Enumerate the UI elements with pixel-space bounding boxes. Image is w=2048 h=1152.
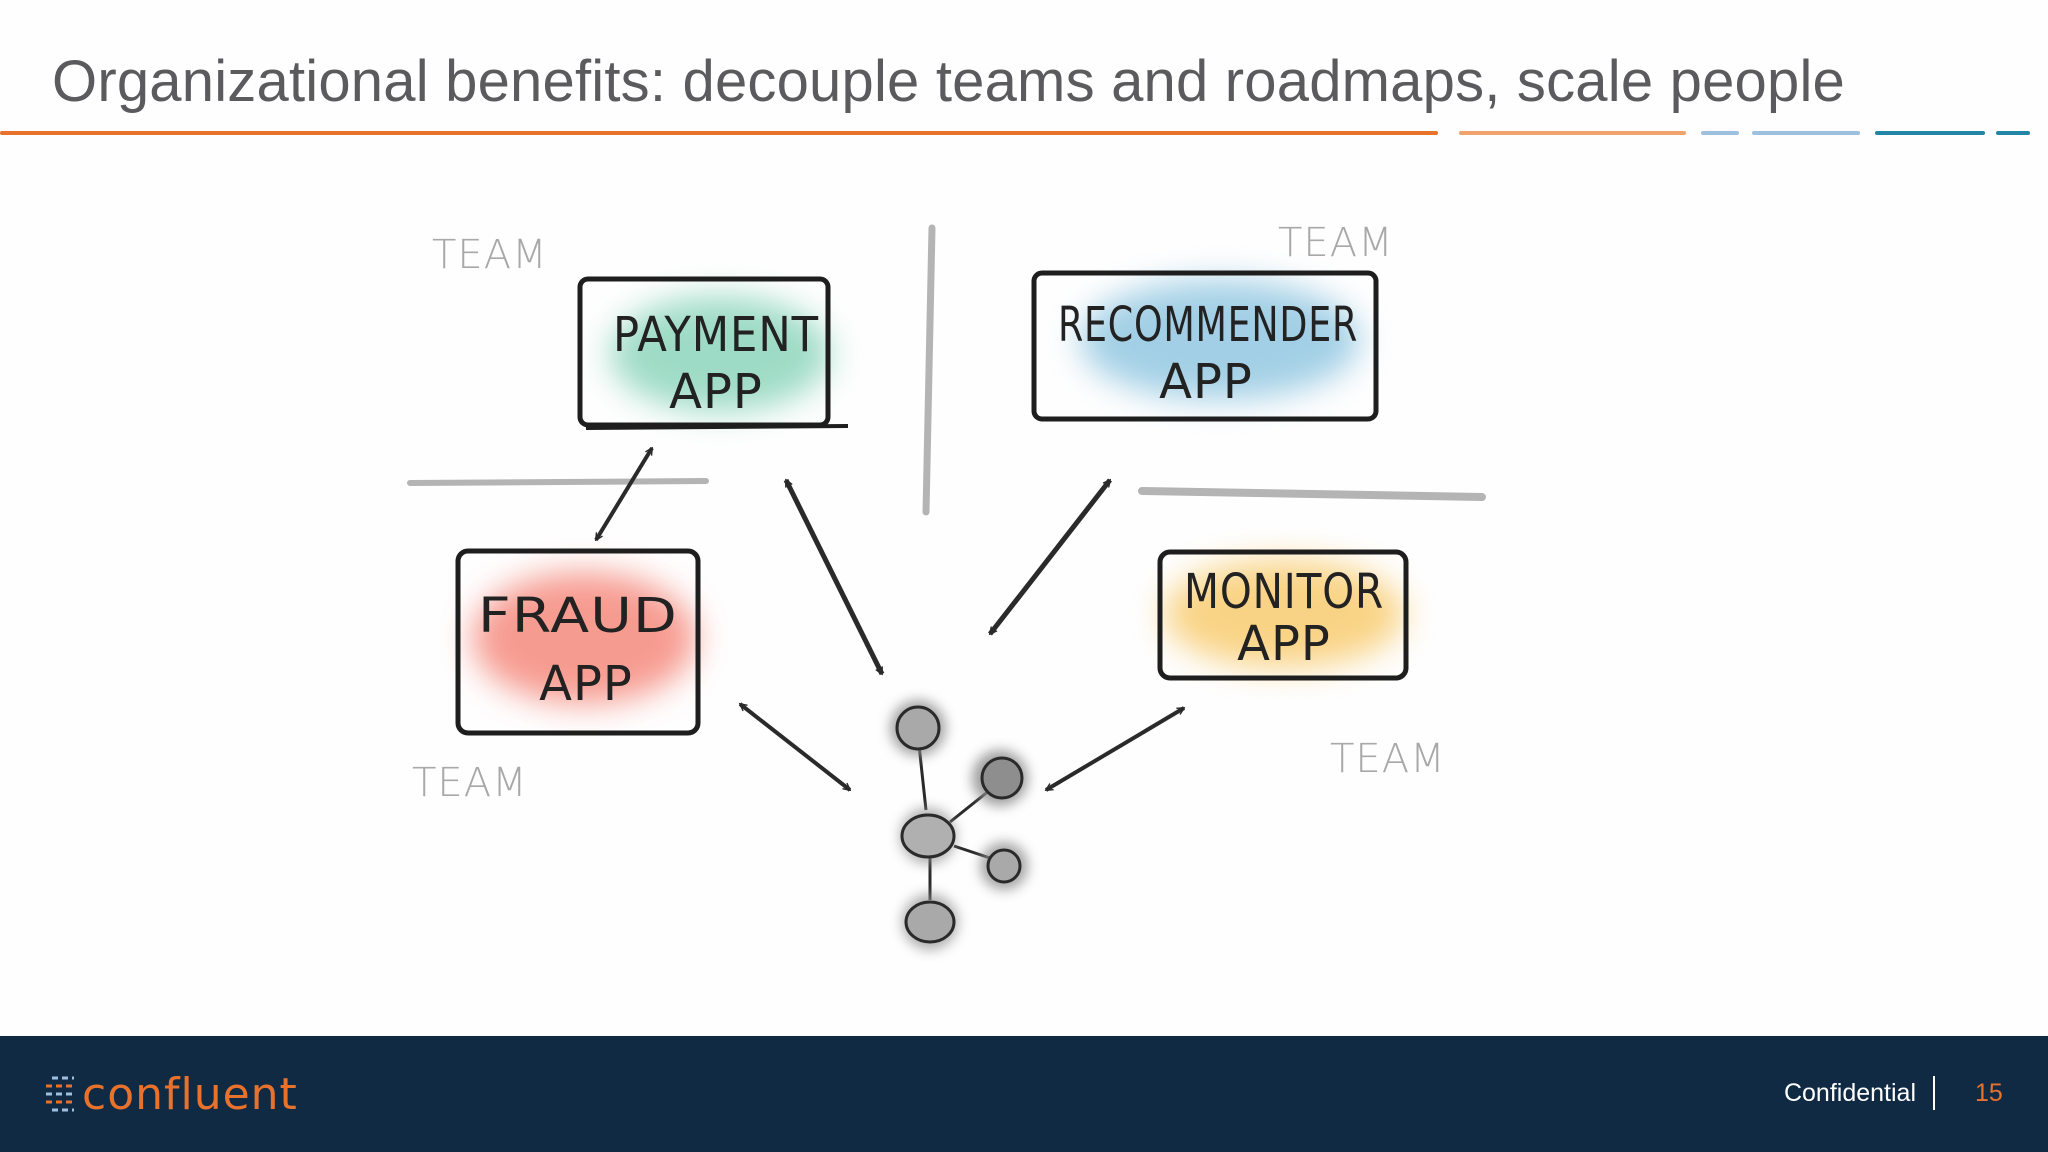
payment-app-box: PAYMENT APP [580,279,848,428]
cluster-node-2 [982,758,1022,798]
page-number: 15 [1975,1079,2003,1108]
arrow-payment-fraud [596,448,652,540]
confidential-label: Confidential [1784,1079,1916,1108]
fraud-app-label-line1: FRAUD [478,588,678,644]
confluent-logo-text: confluent [82,1069,298,1120]
divider-vertical [926,228,932,512]
confluent-logo-icon [44,1064,78,1124]
payment-app-label-line1: PAYMENT [613,307,819,363]
cluster-node-4 [988,850,1020,882]
recommender-app-box: RECOMMENDER APP [1034,273,1376,419]
kafka-cluster-icon [890,700,1028,950]
recommender-app-label-line1: RECOMMENDER [1058,297,1358,353]
fraud-app-label-line2: APP [539,656,633,712]
team-label-top-right: TEAM [1278,220,1394,266]
monitor-app-label-line1: MONITOR [1184,564,1384,620]
team-label-top-left: TEAM [432,232,548,278]
cluster-node-3 [902,815,954,857]
payment-app-shadow-line [586,426,848,428]
footer-separator [1933,1076,1935,1110]
divider-right [1142,491,1482,497]
teams-diagram: TEAM TEAM TEAM TEAM PAYMENT APP RECOMMEN… [0,0,2048,1036]
team-label-bottom-left: TEAM [412,760,528,806]
monitor-app-label-line2: APP [1237,616,1331,672]
arrow-recommender-kafka [990,480,1110,634]
cluster-node-1 [897,707,939,749]
divider-left [410,481,706,483]
arrow-monitor-kafka [1046,708,1184,790]
cluster-node-5 [906,902,954,942]
team-label-bottom-right: TEAM [1330,736,1446,782]
payment-app-label-line2: APP [669,364,763,420]
footer-bar: confluent Confidential 15 [0,1036,2048,1152]
fraud-app-box: FRAUD APP [458,551,698,733]
arrow-fraud-kafka [740,704,850,790]
confluent-logo[interactable]: confluent [44,1064,298,1124]
monitor-app-box: MONITOR APP [1160,552,1406,678]
arrow-payment-kafka [786,480,882,674]
recommender-app-label-line2: APP [1159,354,1253,410]
